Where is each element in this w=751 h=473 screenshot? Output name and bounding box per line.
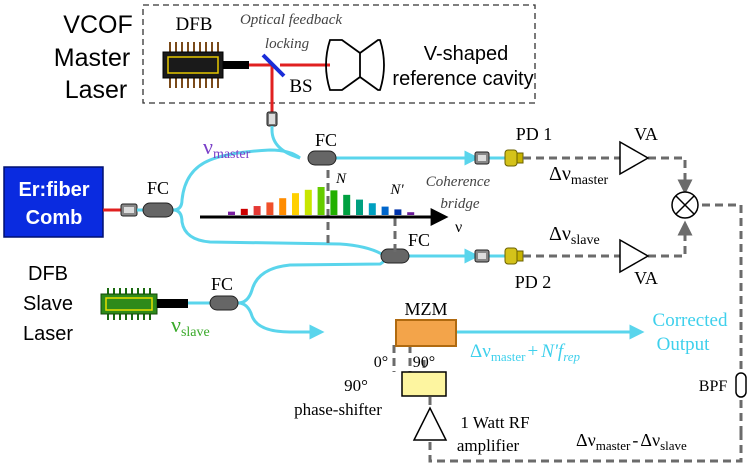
cavity-label-2: reference cavity (392, 68, 533, 90)
va-top-amplifier (619, 140, 650, 176)
comb-line (304, 189, 312, 215)
n-prime-label: N' (389, 182, 404, 198)
fc-top-coupler (307, 150, 337, 166)
fc-top-label: FC (315, 130, 337, 150)
master-title-2: Master (54, 44, 130, 72)
amp-label-1: 1 Watt RF (460, 413, 529, 432)
va-top-label: VA (634, 124, 658, 144)
pd1-connector (474, 151, 490, 165)
cavity-label-1: V-shaped (424, 43, 509, 65)
comb-line (253, 206, 261, 215)
comb-line (317, 187, 325, 215)
slave-label-2: Slave (23, 293, 73, 315)
feedback-label-1: Optical feedback (240, 12, 342, 28)
master-title-3: Laser (65, 76, 128, 104)
comb-line (407, 212, 415, 215)
pd1-label: PD 1 (516, 124, 553, 144)
comb-label-2: Comb (26, 207, 83, 229)
output-equation: Δνmaster+N'frep (470, 341, 581, 364)
slave-label-1: DFB (28, 263, 68, 285)
mzm-modulator (395, 319, 457, 347)
pd2-photodiode (504, 247, 524, 265)
comb-spectrum (228, 187, 415, 215)
shifter-name-label: phase-shifter (294, 400, 382, 419)
nu-slave-label: νslave (171, 312, 210, 340)
comb-line (292, 193, 299, 215)
bpf-label: BPF (699, 378, 728, 395)
pd2-connector (474, 249, 490, 263)
dfb-master-chip (162, 42, 249, 88)
va-bottom-amplifier (619, 238, 650, 274)
output-label-1: Corrected (653, 310, 728, 331)
va-bottom-label: VA (634, 268, 658, 288)
fc-slave-label: FC (211, 274, 233, 294)
comb-fiber-connector (120, 203, 138, 217)
pd1-photodiode (504, 149, 524, 167)
beat-master-label: Δνmaster (549, 163, 609, 188)
coherence-label-2: bridge (440, 196, 480, 212)
comb-line (394, 209, 402, 215)
feedback-label-2: locking (265, 36, 310, 52)
fc-left-label: FC (147, 178, 169, 198)
comb-line (279, 198, 287, 215)
master-title-1: VCOF (63, 11, 132, 39)
phase-shifter-box (401, 371, 447, 397)
comb-line (330, 190, 338, 215)
comb-box (3, 166, 104, 238)
fc-slave-coupler (209, 295, 239, 311)
rf-mixer (671, 191, 699, 219)
fc-left-coupler (142, 202, 174, 218)
n-label: N (335, 171, 347, 187)
output-label-2: Output (657, 334, 711, 355)
master-fiber-connector (266, 111, 278, 127)
pd2-label: PD 2 (515, 272, 552, 292)
comb-label-1: Er:fiber (18, 179, 89, 201)
rf-lines (326, 156, 743, 463)
fc-mid-label: FC (408, 230, 430, 250)
bpf-filter (735, 372, 747, 398)
dfb-master-label: DFB (176, 14, 213, 35)
comb-line (368, 203, 376, 215)
deg90-label: 90° (413, 354, 435, 371)
nu-master-label: νmaster (203, 134, 251, 162)
slave-label-3: Laser (23, 323, 73, 345)
mzm-label: MZM (404, 299, 447, 319)
shifter-deg-label: 90° (344, 376, 368, 395)
amp-label-2: amplifier (457, 436, 520, 455)
rf-difference-label: Δνmaster-Δνslave (576, 430, 687, 453)
coherence-label-1: Coherence (426, 174, 491, 190)
comb-line (228, 211, 235, 215)
comb-line (356, 199, 363, 215)
comb-line (343, 194, 351, 215)
comb-line (266, 202, 274, 215)
bs-label: BS (289, 76, 312, 97)
beam-splitter (261, 53, 286, 78)
v-shaped-cavity (325, 39, 385, 91)
master-laser-box (142, 4, 536, 104)
comb-line (240, 208, 248, 215)
beat-slave-label: Δνslave (549, 223, 600, 248)
rf-amplifier-triangle (412, 406, 448, 441)
dfb-slave-chip (100, 288, 188, 320)
comb-line (381, 206, 389, 215)
deg0-label: 0° (374, 354, 388, 371)
nu-axis-label: ν (455, 219, 462, 236)
